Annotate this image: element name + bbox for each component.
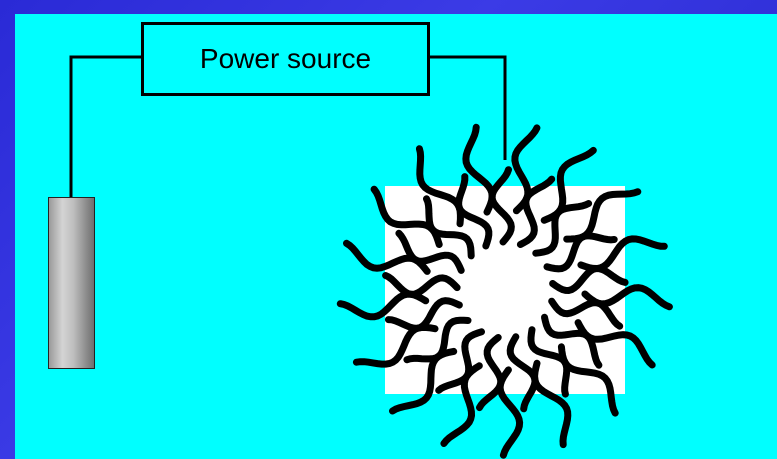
micelle-tail xyxy=(506,333,539,413)
micelle-tail xyxy=(516,175,556,248)
micelle-core xyxy=(455,240,555,340)
micelle-tail xyxy=(423,195,475,260)
micelle-tails xyxy=(336,123,673,459)
left-wire xyxy=(69,55,141,197)
micelle-tail xyxy=(557,343,619,417)
micelle-tail xyxy=(532,200,593,257)
micelle-tail xyxy=(462,123,496,216)
micelle-tail xyxy=(527,326,571,398)
micelle-tail xyxy=(382,272,461,298)
power-source-label: Power source xyxy=(199,43,372,74)
electrode xyxy=(48,197,95,369)
power-source-box: Power source xyxy=(141,22,430,96)
micelle-tail xyxy=(395,229,465,274)
micelle-tail xyxy=(549,265,629,295)
micelle-tail xyxy=(488,166,515,246)
micelle-tail xyxy=(384,297,463,332)
micelle-tail xyxy=(577,235,668,273)
micelle-tail xyxy=(541,313,603,369)
micelle-tail xyxy=(455,173,493,250)
micelle-tail xyxy=(548,297,624,330)
micelle-tail xyxy=(403,316,472,364)
right-wire xyxy=(430,55,507,160)
micelle-tail xyxy=(435,328,485,394)
micelle-tail xyxy=(476,334,505,412)
micelle-tail xyxy=(543,232,618,273)
micelle-tail xyxy=(563,188,642,243)
